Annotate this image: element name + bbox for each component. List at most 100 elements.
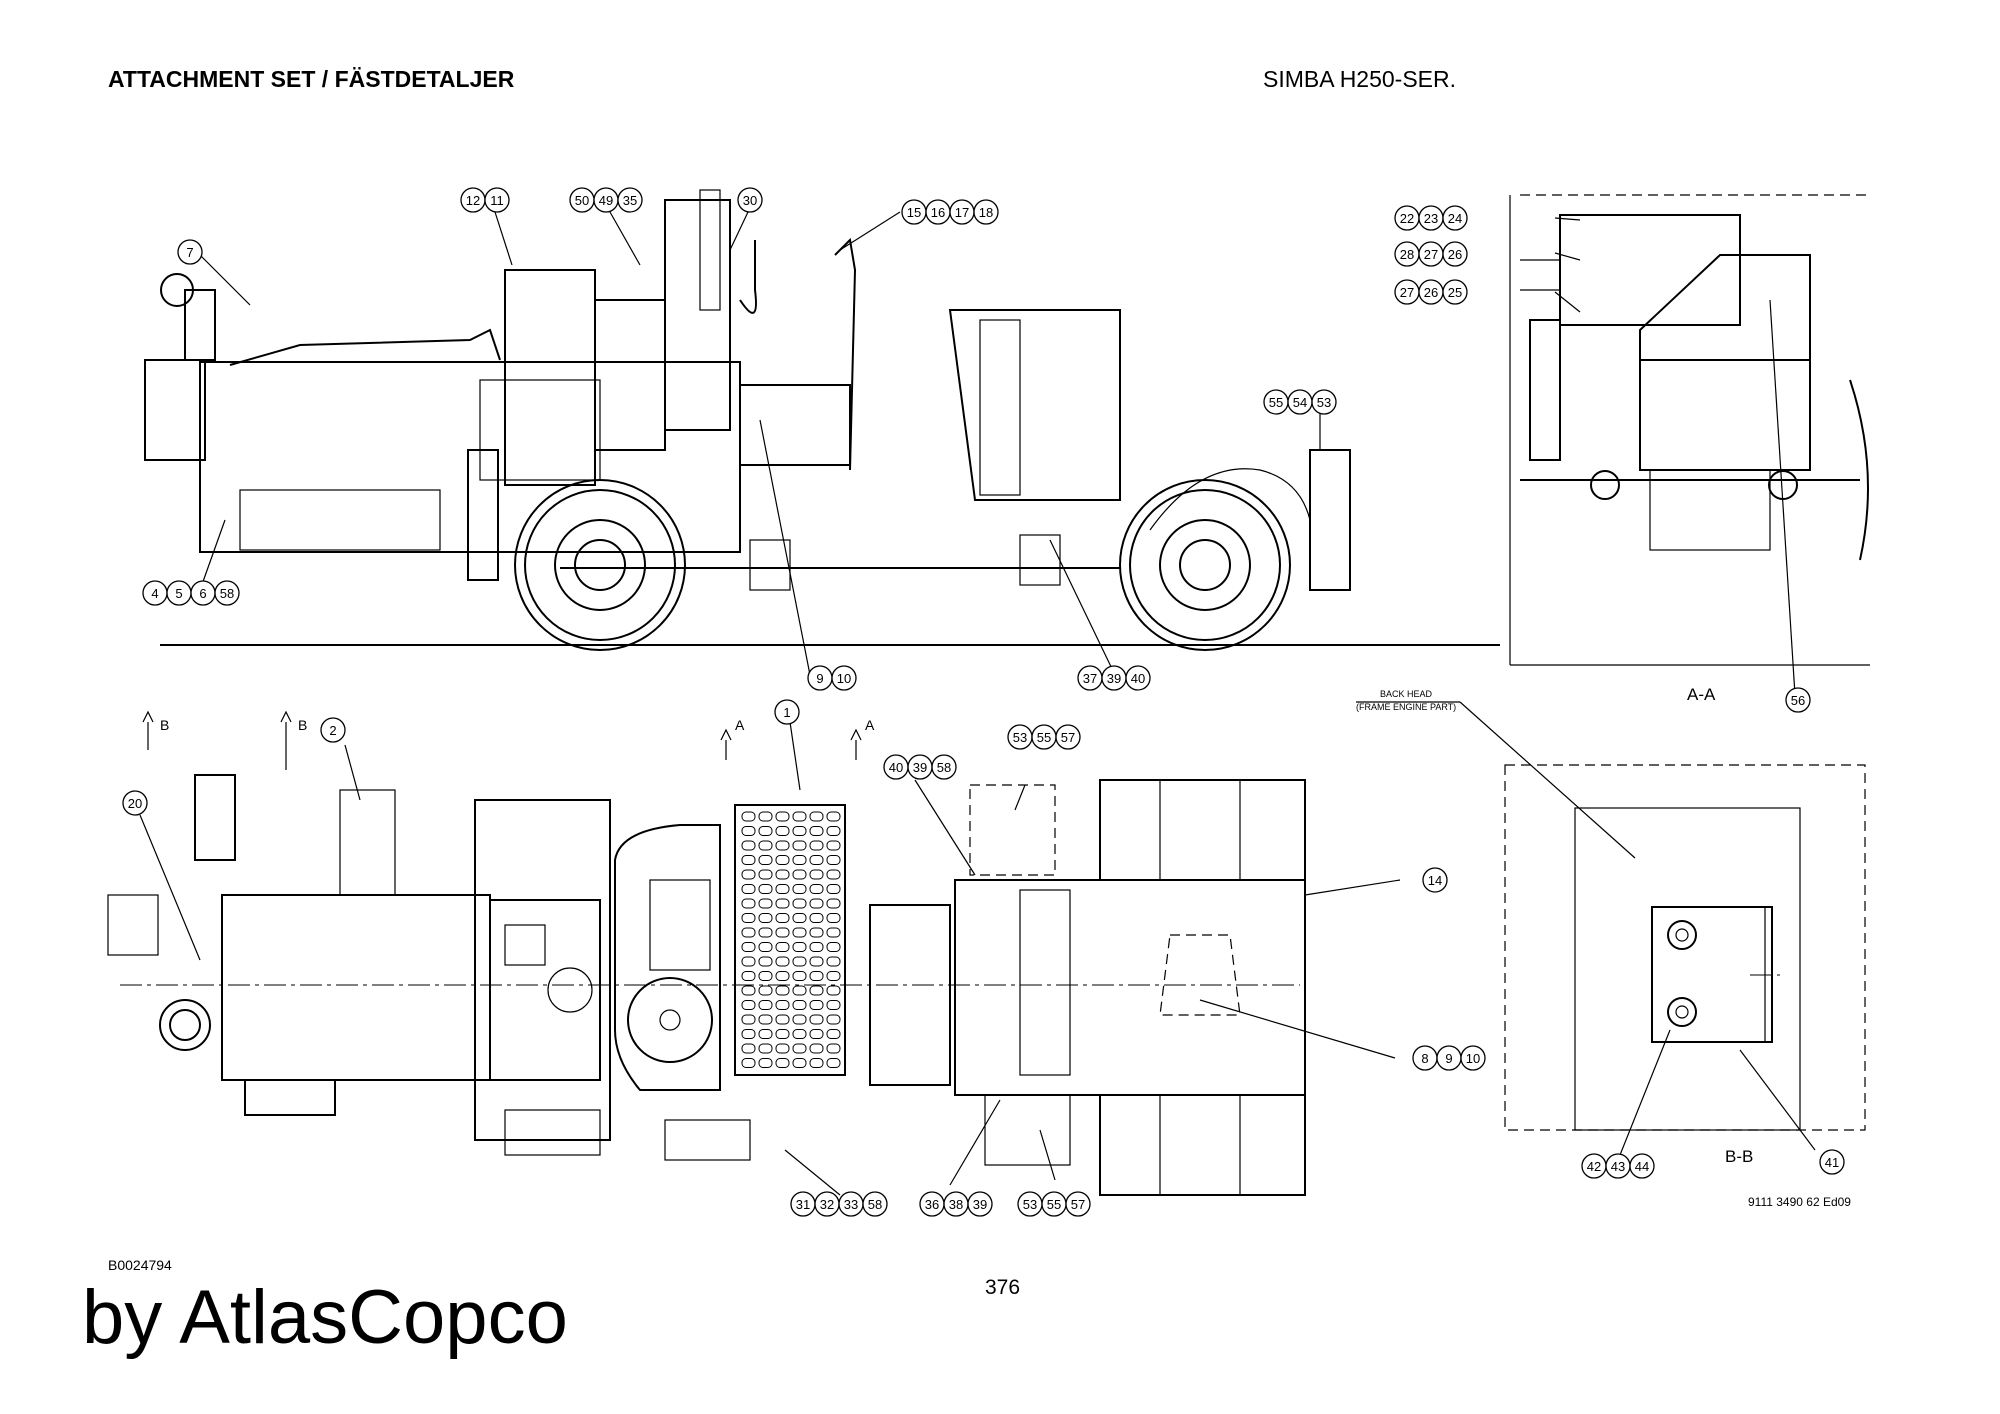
radiator-hole: [826, 956, 841, 967]
radiator-hole: [758, 942, 773, 952]
radiator-hole: [826, 1000, 841, 1010]
radiator-hole: [775, 1058, 790, 1068]
callout-circle: [737, 187, 763, 213]
radiator-hole: [775, 913, 790, 923]
radiator-hole: [809, 956, 824, 967]
callout-number: 14: [1428, 873, 1442, 888]
callout-14: 14: [1422, 867, 1448, 893]
radiator-hole: [826, 826, 841, 836]
callout-circle: [973, 199, 999, 225]
radiator-hole: [775, 869, 790, 880]
callout-circle: [862, 1191, 888, 1217]
callout-number: 38: [949, 1197, 963, 1212]
callout-number: 40: [889, 760, 903, 775]
radiator-hole: [809, 942, 824, 952]
radiator-grid: [741, 811, 841, 1068]
radiator-hole: [826, 811, 841, 822]
radiator-hole: [775, 985, 790, 996]
radiator-hole: [775, 942, 790, 952]
callout-number: 11: [490, 193, 504, 208]
radiator-hole: [775, 1000, 790, 1010]
callout-number: 40: [1131, 671, 1145, 686]
callout-56: 56: [1785, 687, 1811, 713]
radiator-hole: [792, 971, 807, 981]
callout-number: 57: [1071, 1197, 1085, 1212]
callout-number: 5: [175, 586, 182, 601]
callout-circle: [617, 187, 643, 213]
radiator-hole: [741, 913, 756, 923]
radiator-hole: [758, 985, 773, 996]
callout-number: 17: [955, 205, 969, 220]
callout-number: 2: [329, 723, 336, 738]
callout-number: 6: [199, 586, 206, 601]
callout-circle: [967, 1191, 993, 1217]
radiator-hole: [775, 927, 790, 938]
callout-circle: [931, 754, 957, 780]
callout-circle: [122, 790, 148, 816]
radiator-hole: [741, 956, 756, 967]
callout-number: 42: [1587, 1159, 1601, 1174]
radiator-hole: [741, 1058, 756, 1068]
rear-wheel: [1119, 479, 1291, 651]
callout-number: 15: [907, 205, 921, 220]
radiator-hole: [826, 1014, 841, 1025]
callout-number: 10: [837, 671, 851, 686]
callout-number: 39: [1107, 671, 1121, 686]
radiator-hole: [758, 855, 773, 865]
radiator-hole: [792, 898, 807, 909]
radiator-hole: [809, 869, 824, 880]
radiator-hole: [741, 942, 756, 952]
page-title: ATTACHMENT SET / FÄSTDETALJER: [108, 66, 515, 92]
radiator-hole: [758, 927, 773, 938]
radiator-hole: [775, 855, 790, 865]
callout-circle: [1442, 205, 1468, 231]
radiator-hole: [826, 971, 841, 981]
leader-lines: [139, 211, 1816, 1196]
callout-number: 55: [1269, 395, 1283, 410]
radiator-hole: [758, 1000, 773, 1010]
radiator-hole: [758, 971, 773, 981]
callout-number: 57: [1061, 730, 1075, 745]
callout-circle: [774, 699, 800, 725]
radiator-hole: [775, 971, 790, 981]
radiator-hole: [792, 927, 807, 938]
callout-number: 9: [1445, 1051, 1452, 1066]
radiator-hole: [741, 971, 756, 981]
top-view: [107, 774, 1306, 1196]
callout-number: 58: [937, 760, 951, 775]
callout-number: 8: [1421, 1051, 1428, 1066]
radiator-hole: [826, 869, 841, 880]
brand-logo-text: by AtlasCopco: [82, 1275, 568, 1360]
radiator-hole: [758, 869, 773, 880]
radiator-hole: [826, 855, 841, 865]
radiator-hole: [826, 840, 841, 851]
radiator-hole: [741, 884, 756, 894]
radiator-hole: [775, 1029, 790, 1039]
callout-number: 24: [1448, 211, 1462, 226]
callout-circle: [1065, 1191, 1091, 1217]
radiator-hole: [792, 884, 807, 894]
section-b-b-view: [1504, 764, 1866, 1131]
radiator-hole: [792, 869, 807, 880]
radiator-hole: [792, 942, 807, 952]
callout-circle: [1442, 279, 1468, 305]
radiator-hole: [758, 956, 773, 967]
callout-circle: [214, 580, 240, 606]
radiator-hole: [792, 855, 807, 865]
radiator-hole: [775, 884, 790, 894]
mark-b-2: B: [298, 717, 307, 733]
callout-number: 53: [1317, 395, 1331, 410]
callout-number: 31: [796, 1197, 810, 1212]
radiator-hole: [758, 884, 773, 894]
callout-number: 9: [816, 671, 823, 686]
callout-number: 4: [151, 586, 158, 601]
radiator-hole: [741, 985, 756, 996]
radiator-hole: [792, 985, 807, 996]
callout-circle: [1055, 724, 1081, 750]
callout-number: 26: [1448, 247, 1462, 262]
